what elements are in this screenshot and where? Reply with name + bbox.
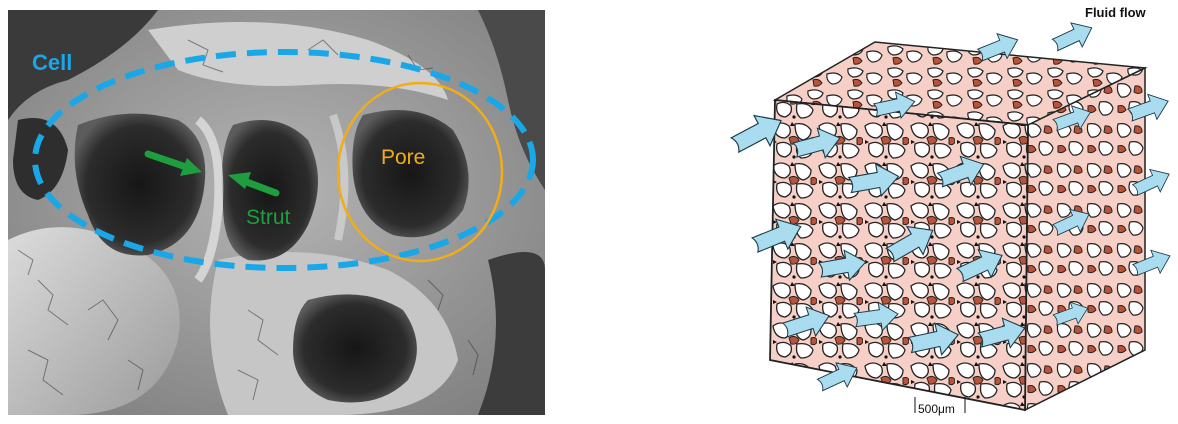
strut-label: Strut [246,206,290,230]
foam-cube-diagram [725,0,1178,419]
pore-hole-4 [293,294,417,402]
pore-hole-3 [352,110,468,237]
pore-label: Pore [381,146,425,170]
scale-bar-label: 500μm [918,402,955,416]
cell-label: Cell [32,50,72,76]
fluid-flow-label: Fluid flow [1085,5,1146,20]
foam-cube-svg [725,0,1178,419]
